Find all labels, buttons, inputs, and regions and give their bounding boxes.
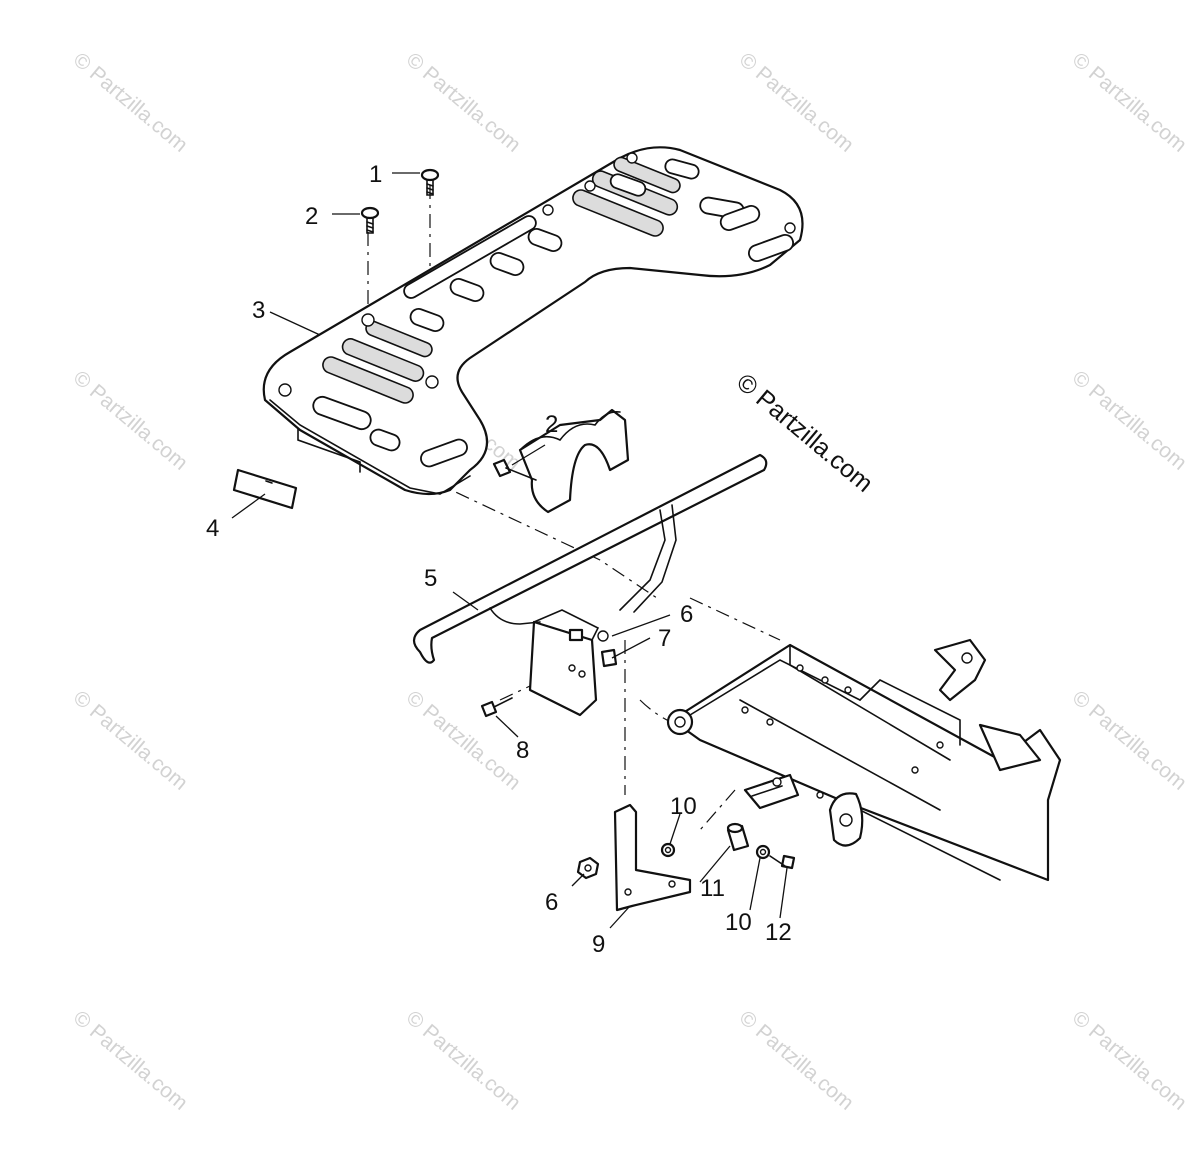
callout-4: 4 xyxy=(206,515,219,542)
callout-10-upper: 10 xyxy=(670,793,697,820)
callout-labels: 1 2 3 2 4 5 6 7 8 10 6 11 9 10 12 xyxy=(206,161,792,958)
callout-12: 12 xyxy=(765,919,792,946)
frame xyxy=(666,638,1062,882)
bolt-12 xyxy=(769,854,796,870)
watermark-text: © Partzilla.com xyxy=(1068,366,1191,475)
callout-8: 8 xyxy=(516,737,529,764)
rack-slot xyxy=(312,395,372,431)
callout-9: 9 xyxy=(592,931,605,958)
callout-11: 11 xyxy=(700,875,725,902)
watermark-text: © Partzilla.com xyxy=(69,1006,192,1115)
reflector xyxy=(232,468,298,510)
washer-10-lower xyxy=(755,844,771,860)
watermark-text: © Partzilla.com xyxy=(69,48,192,157)
rack-slot xyxy=(403,215,537,299)
copyright-text: © Partzilla.com xyxy=(731,368,878,498)
watermark-text: © Partzilla.com xyxy=(735,1006,858,1115)
watermark-text: © Partzilla.com xyxy=(69,366,192,475)
callout-3: 3 xyxy=(252,297,265,324)
rack-slot xyxy=(420,438,468,468)
watermark-text: © Partzilla.com xyxy=(735,48,858,157)
bolt-8 xyxy=(480,697,513,718)
watermark-text: © Partzilla.com xyxy=(69,686,192,795)
watermark-text: © Partzilla.com xyxy=(1068,48,1191,157)
spacer-11 xyxy=(726,822,750,852)
nut-6-lower xyxy=(576,856,600,880)
rack-slot xyxy=(369,428,401,452)
washer-10-upper xyxy=(660,842,676,858)
rear-rack xyxy=(262,146,804,496)
bolt-2-middle xyxy=(492,458,537,481)
watermark-text: © Partzilla.com xyxy=(1068,1006,1191,1115)
screw-1 xyxy=(420,168,440,196)
mudguard-bracket xyxy=(518,408,630,514)
callout-10-lower: 10 xyxy=(725,909,752,936)
watermark-text: © Partzilla.com xyxy=(402,1006,525,1115)
screw-2-top xyxy=(360,206,380,234)
watermark-text: © Partzilla.com xyxy=(402,686,525,795)
callout-1: 1 xyxy=(369,161,382,188)
callout-6-upper: 6 xyxy=(680,601,693,628)
watermark-text: © Partzilla.com xyxy=(1068,686,1191,795)
callout-7: 7 xyxy=(658,625,671,652)
callout-6-lower: 6 xyxy=(545,889,558,916)
bracket-9 xyxy=(613,803,692,912)
callout-2-middle: 2 xyxy=(545,411,558,438)
rack-support-bar xyxy=(412,453,768,664)
callout-2-top: 2 xyxy=(305,203,318,230)
watermark-text: © Partzilla.com xyxy=(402,48,525,157)
leader-lines xyxy=(231,172,788,929)
callout-5: 5 xyxy=(424,565,437,592)
mounting-bracket xyxy=(528,609,618,717)
